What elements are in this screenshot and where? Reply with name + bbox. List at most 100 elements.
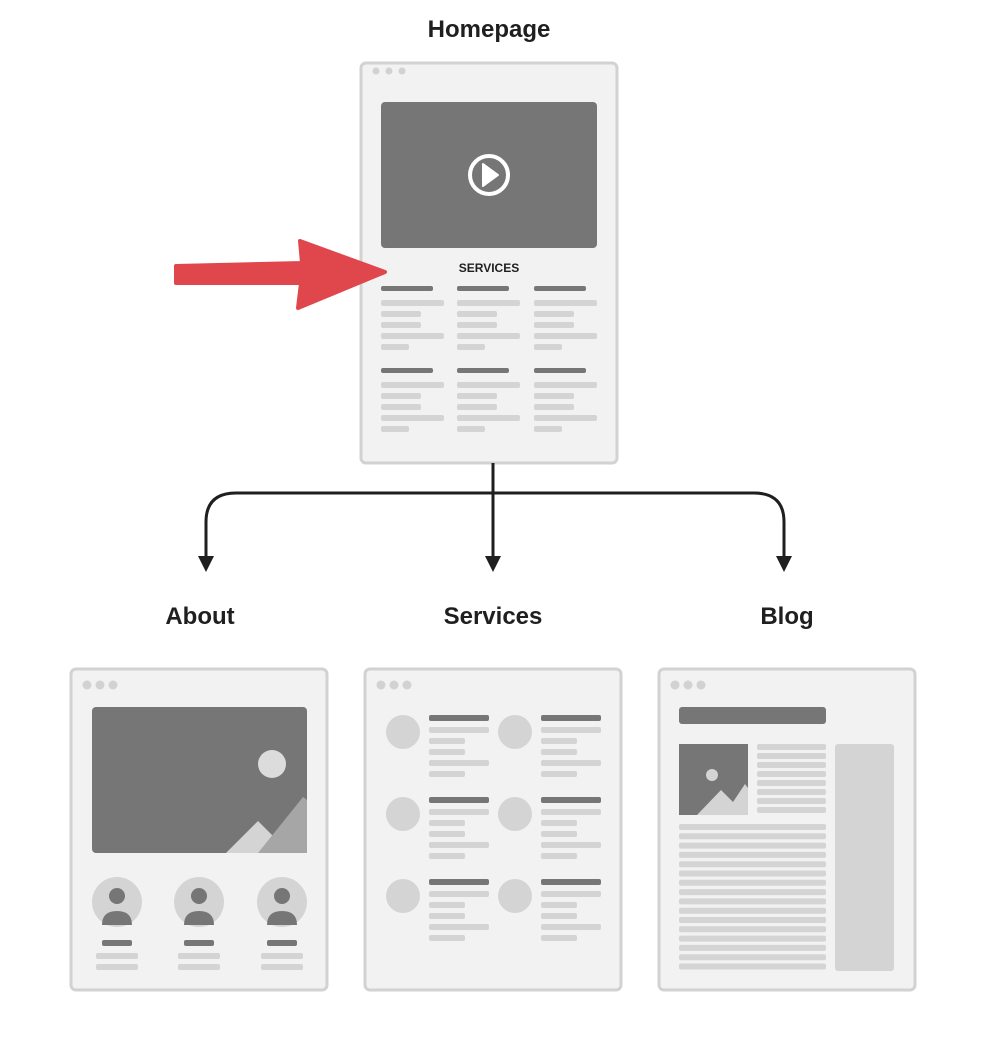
placeholder-line <box>679 944 826 951</box>
placeholder-line <box>534 333 597 339</box>
service-icon <box>386 797 420 831</box>
placeholder-line <box>541 760 601 766</box>
placeholder-line <box>429 935 465 941</box>
placeholder-line <box>429 891 489 897</box>
avatar-head <box>274 888 290 904</box>
blog-text-lines <box>679 744 826 970</box>
avatar-body <box>184 911 214 925</box>
placeholder-line <box>757 780 826 786</box>
blog-sidebar <box>835 744 894 971</box>
placeholder-line <box>534 300 597 306</box>
placeholder-line <box>541 935 577 941</box>
placeholder-line <box>429 913 465 919</box>
placeholder-line <box>679 851 826 858</box>
avatar-body <box>267 911 297 925</box>
window-dots <box>82 680 118 690</box>
placeholder-line <box>534 426 562 432</box>
service-icon <box>498 797 532 831</box>
placeholder-line <box>381 426 409 432</box>
service-icon <box>386 879 420 913</box>
placeholder-line <box>429 902 465 908</box>
placeholder-line <box>679 861 826 868</box>
placeholder-line <box>757 771 826 777</box>
placeholder-line <box>679 824 826 830</box>
placeholder-line <box>457 382 520 388</box>
placeholder-line <box>757 807 826 813</box>
service-title-line <box>429 879 489 885</box>
placeholder-line <box>429 749 465 755</box>
placeholder-line <box>541 842 601 848</box>
placeholder-line <box>457 333 520 339</box>
placeholder-line <box>534 322 574 328</box>
service-title-line <box>541 879 601 885</box>
placeholder-line <box>178 964 220 970</box>
placeholder-line <box>457 393 497 399</box>
blog-title: Blog <box>760 603 813 630</box>
placeholder-line <box>534 393 574 399</box>
placeholder-line <box>541 820 577 826</box>
placeholder-line <box>541 891 601 897</box>
window-dots <box>670 680 706 690</box>
placeholder-line <box>429 853 465 859</box>
placeholder-line <box>541 924 601 930</box>
placeholder-line <box>429 809 489 815</box>
member-name-line <box>102 940 132 946</box>
placeholder-line <box>541 853 577 859</box>
placeholder-line <box>541 809 601 815</box>
placeholder-line <box>757 744 826 750</box>
placeholder-line <box>679 889 826 896</box>
services-title: Services <box>444 603 543 630</box>
placeholder-line <box>757 789 826 795</box>
placeholder-line <box>457 300 520 306</box>
placeholder-line <box>679 842 826 849</box>
service-title-line <box>541 715 601 721</box>
homepage-wireframe: SERVICES <box>359 61 619 465</box>
service-heading-line <box>534 368 586 373</box>
placeholder-line <box>679 870 826 877</box>
placeholder-line <box>429 738 465 744</box>
placeholder-line <box>261 964 303 970</box>
placeholder-line <box>457 415 520 421</box>
avatar-head <box>109 888 125 904</box>
arrowhead-blog <box>776 556 792 572</box>
placeholder-line <box>534 415 597 421</box>
placeholder-line <box>178 953 220 959</box>
connector-lines <box>204 463 786 562</box>
avatar-head <box>191 888 207 904</box>
placeholder-line <box>541 738 577 744</box>
placeholder-line <box>534 311 574 317</box>
placeholder-line <box>541 749 577 755</box>
homepage-title: Homepage <box>428 16 551 43</box>
placeholder-line <box>457 322 497 328</box>
placeholder-line <box>534 344 562 350</box>
placeholder-line <box>457 344 485 350</box>
services-wireframe <box>363 667 623 992</box>
placeholder-line <box>757 762 826 768</box>
connector-arrowheads <box>198 556 792 572</box>
placeholder-line <box>429 924 489 930</box>
blog-title-bar <box>679 707 826 724</box>
about-title: About <box>165 603 234 630</box>
placeholder-line <box>541 727 601 733</box>
service-title-line <box>541 797 601 803</box>
service-heading-line <box>381 286 433 291</box>
service-icon <box>498 879 532 913</box>
placeholder-line <box>381 344 409 350</box>
placeholder-line <box>679 954 826 961</box>
placeholder-line <box>541 913 577 919</box>
placeholder-line <box>261 953 303 959</box>
placeholder-line <box>381 333 444 339</box>
placeholder-line <box>429 842 489 848</box>
placeholder-line <box>534 382 597 388</box>
placeholder-line <box>429 820 465 826</box>
placeholder-line <box>541 771 577 777</box>
placeholder-line <box>679 963 826 970</box>
placeholder-line <box>541 831 577 837</box>
window-dots <box>372 67 406 75</box>
about-wireframe <box>69 667 329 992</box>
placeholder-line <box>757 798 826 804</box>
team-members <box>92 877 307 970</box>
placeholder-line <box>457 426 485 432</box>
arrowhead-about <box>198 556 214 572</box>
